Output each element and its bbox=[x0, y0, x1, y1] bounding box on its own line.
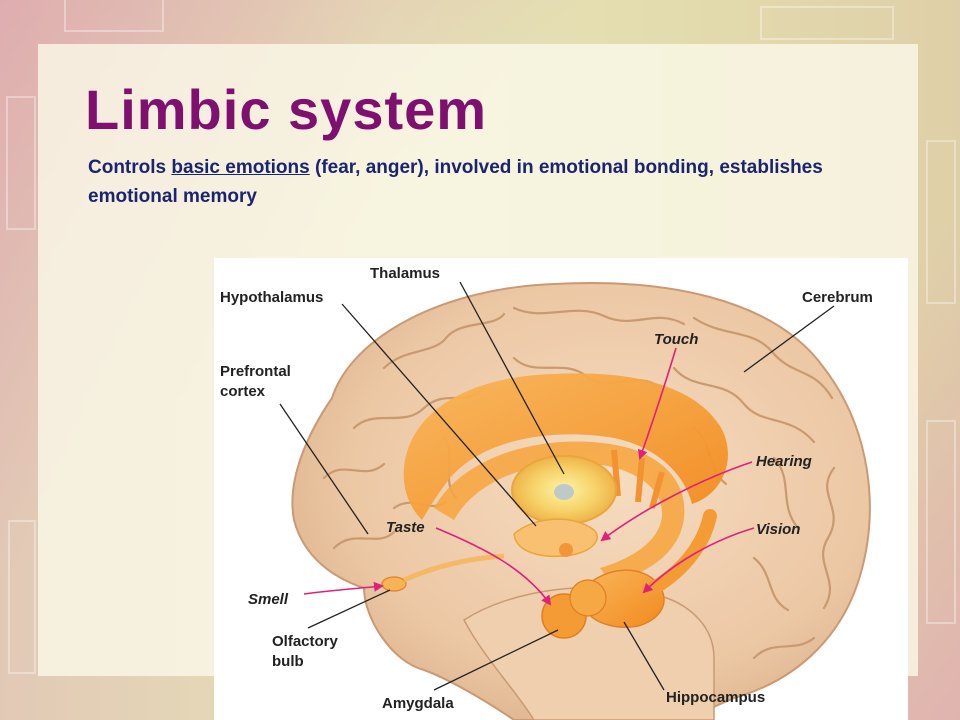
leader-hippocampus bbox=[623, 621, 665, 691]
sensory-arrows bbox=[303, 347, 755, 606]
fornix bbox=[434, 441, 685, 582]
label-vision: Vision bbox=[756, 521, 800, 538]
label-amygdala: Amygdala bbox=[382, 695, 454, 712]
subtitle-underlined-term: basic emotions bbox=[171, 157, 310, 178]
leader-prefrontal-cortex bbox=[279, 403, 369, 535]
slide-title: Limbic system bbox=[85, 78, 488, 141]
background-decoration bbox=[64, 0, 164, 32]
mammillary-body bbox=[559, 543, 573, 557]
arrow-hearing bbox=[600, 461, 753, 542]
label-hypothalamus: Hypothalamus bbox=[220, 289, 323, 306]
leader-thalamus bbox=[459, 281, 565, 475]
leader-hypothalamus bbox=[341, 303, 537, 527]
subtitle-prefix: Controls bbox=[88, 157, 172, 178]
background-decoration bbox=[8, 520, 36, 674]
label-taste: Taste bbox=[386, 519, 425, 536]
arrow-vision bbox=[642, 527, 755, 594]
label-prefrontal-line2: cortex bbox=[220, 383, 266, 400]
arrow-touch bbox=[637, 347, 677, 460]
olfactory-tract bbox=[402, 553, 505, 583]
leader-lines bbox=[279, 281, 835, 691]
label-olfactory-line2: bulb bbox=[272, 653, 304, 670]
label-hearing: Hearing bbox=[756, 453, 812, 470]
background-decoration bbox=[926, 420, 956, 624]
amygdala-lobe bbox=[569, 579, 607, 617]
leader-cerebrum bbox=[743, 305, 835, 373]
background-decoration bbox=[926, 140, 956, 304]
hypothalamus-structure bbox=[513, 518, 598, 558]
arrow-smell bbox=[303, 581, 384, 595]
slide-subtitle: Controls basic emotions (fear, anger), i… bbox=[88, 153, 898, 211]
thalamus-core bbox=[554, 484, 574, 500]
leader-amygdala bbox=[433, 629, 559, 691]
label-smell: Smell bbox=[248, 591, 289, 608]
olfactory-bulb-structure bbox=[381, 576, 407, 592]
fornix-columns bbox=[611, 449, 665, 509]
limbic-system-diagram: Thalamus Hypothalamus Cerebrum Touch Pre… bbox=[214, 258, 908, 720]
label-cerebrum: Cerebrum bbox=[802, 289, 873, 306]
label-olfactory-line1: Olfactory bbox=[272, 633, 339, 650]
arrow-taste bbox=[435, 527, 552, 606]
background-decoration bbox=[6, 96, 36, 230]
label-hippocampus: Hippocampus bbox=[666, 689, 765, 706]
leader-olfactory-bulb bbox=[307, 589, 391, 629]
label-prefrontal-line1: Prefrontal bbox=[220, 363, 291, 380]
label-touch: Touch bbox=[654, 331, 698, 348]
brain-illustration: Thalamus Hypothalamus Cerebrum Touch Pre… bbox=[220, 265, 873, 720]
subtitle-suffix: (fear, anger), involved in emotional bon… bbox=[88, 157, 823, 207]
cingulate-gyrus bbox=[403, 373, 728, 520]
label-thalamus: Thalamus bbox=[370, 265, 440, 282]
background-decoration bbox=[760, 6, 894, 40]
